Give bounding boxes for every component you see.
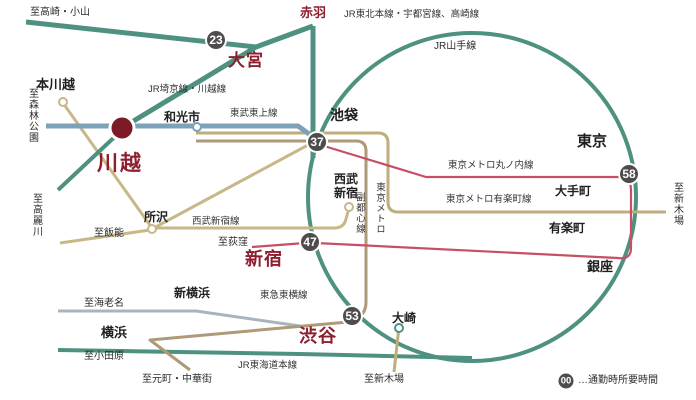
station-ikebukuro: 池袋 <box>330 107 358 123</box>
honkawagoe-station-dot <box>58 97 68 107</box>
label-jr-tohoku-line: JR東北本線・宇都宮線、高崎線 <box>344 9 480 20</box>
station-honkawagoe: 本川越 <box>36 77 76 92</box>
station-tokyo: 東京 <box>577 133 608 150</box>
station-wakoshi: 和光市 <box>164 110 201 124</box>
label-seibu-shinjuku-line: 西武新宿線 <box>192 216 240 227</box>
dest-ebina: 至海老名 <box>84 298 124 309</box>
label-metro-yurakucho-line: 東京メトロ有楽町線 <box>446 194 532 205</box>
station-seibu-shinjuku: 西武新宿 <box>334 172 359 201</box>
sotetsu-shinyokohama-line <box>58 309 301 328</box>
label-jr-tokaido-line: JR東海道本線 <box>238 360 298 371</box>
station-omiya: 大宮 <box>228 51 264 70</box>
dest-motomachi-chukagai: 至元町・中華街 <box>142 374 212 385</box>
osaki-station-dot <box>394 323 404 333</box>
metro-yurakucho-line <box>196 131 666 214</box>
tokorozawa-station-dot <box>147 224 157 234</box>
legend-label: …通勤時所要時間 <box>578 375 658 386</box>
station-kawagoe: 川越 <box>97 152 143 175</box>
dest-ogikubo: 至荻窪 <box>218 237 248 248</box>
label-tokyo-metro: 東京メトロ <box>373 182 385 235</box>
jr-omiya-akabane-line <box>255 23 314 50</box>
label-tokyu-toyoko-line: 東急東横線 <box>260 290 308 301</box>
station-tokorozawa: 所沢 <box>144 210 169 224</box>
wakoshi-station-dot <box>192 122 202 132</box>
rinkai-line <box>392 326 401 373</box>
dest-shinkiba-right: 至新木場 <box>671 182 683 226</box>
dest-odawara: 至小田原 <box>84 351 124 362</box>
time-badge-tokyo: 58 <box>618 163 640 185</box>
station-akabane: 赤羽 <box>300 5 327 20</box>
seibu-shinjuku-station-dot <box>344 202 354 212</box>
dest-takasaki-oyama: 至高崎・小山 <box>30 7 90 18</box>
jr-kawagoe-komagawa-line <box>56 128 124 192</box>
label-metro-marunouchi-line: 東京メトロ丸ノ内線 <box>448 160 534 171</box>
dest-hanno: 至飯能 <box>94 228 124 239</box>
jr-tokaido-line <box>57 348 473 360</box>
station-ginza: 銀座 <box>587 259 614 274</box>
legend-time-badge: 00 <box>557 372 575 390</box>
yamanote-loop-line <box>306 31 638 363</box>
label-tobu-tojo-line: 東武東上線 <box>230 108 278 119</box>
tokyu-toyoko-line <box>148 320 349 372</box>
time-badge-shinjuku: 47 <box>299 231 321 253</box>
jr-kawagoe-omiya-line <box>120 44 258 131</box>
station-shinjuku: 新宿 <box>245 249 283 269</box>
seibu-shinjuku-line <box>61 102 351 230</box>
station-yokohama: 横浜 <box>101 325 128 340</box>
time-badge-omiya: 23 <box>205 29 227 51</box>
dest-shinkiba-bottom: 至新木場 <box>364 374 404 385</box>
time-badge-ikebukuro: 37 <box>306 131 328 153</box>
station-shin-yokohama: 新横浜 <box>174 286 211 300</box>
label-jr-saikyo-kawagoe-line: JR埼京線・川越線 <box>148 84 227 95</box>
station-yurakucho: 有楽町 <box>549 221 586 235</box>
time-badge-shibuya: 53 <box>341 305 363 327</box>
kawagoe-station-marker <box>108 114 136 142</box>
label-fukutoshin-line: 副都心線 <box>353 192 365 234</box>
station-osaki: 大崎 <box>392 311 417 325</box>
dest-komagawa: 至高麗川 <box>30 193 42 237</box>
dest-shinrin-koen: 至森林公園 <box>26 88 38 143</box>
station-shibuya: 渋谷 <box>299 326 337 346</box>
station-otemachi: 大手町 <box>555 184 592 198</box>
label-jr-yamanote-line: JR山手線 <box>434 41 477 52</box>
